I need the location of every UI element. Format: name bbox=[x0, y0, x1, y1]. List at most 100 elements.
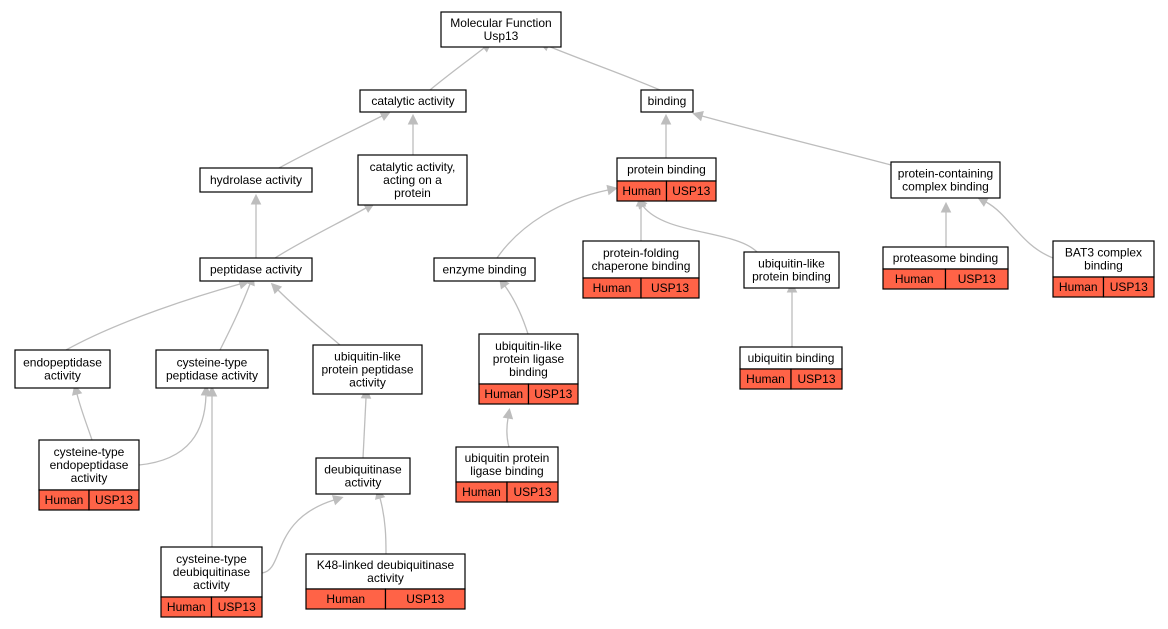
edge-line bbox=[65, 283, 241, 351]
term-label-line: ligase binding bbox=[470, 464, 543, 478]
arrowhead bbox=[692, 111, 704, 122]
edge-line bbox=[506, 417, 510, 448]
term-label-line: ubiquitin binding bbox=[748, 351, 835, 365]
term-label-line: protein ligase bbox=[493, 352, 565, 366]
edge-line bbox=[278, 115, 383, 169]
species-label: Human bbox=[746, 372, 785, 386]
gene-label: USP13 bbox=[406, 592, 444, 606]
term-label-line: binding bbox=[1084, 259, 1123, 273]
term-label-line: activity bbox=[349, 376, 386, 390]
go-term-hydrolase[interactable]: hydrolase activity bbox=[199, 167, 313, 193]
edge-line bbox=[138, 394, 207, 466]
gene-label: USP13 bbox=[672, 184, 710, 198]
term-label-line: complex binding bbox=[902, 180, 989, 194]
gene-cell bbox=[527, 383, 579, 405]
edge-cys_peptidase-to-peptidase bbox=[219, 274, 255, 351]
species-label: Human bbox=[895, 272, 934, 286]
term-box bbox=[433, 257, 536, 282]
term-label-line: protein bbox=[394, 186, 431, 200]
edge-ulpp-to-peptidase bbox=[270, 282, 341, 346]
term-label-line: Molecular Function bbox=[450, 16, 551, 30]
edge-protein_binding-to-binding bbox=[660, 113, 672, 159]
term-label-line: protein-containing bbox=[898, 167, 993, 181]
term-label-line: catalytic activity, bbox=[370, 160, 456, 174]
edge-catalytic-to-mf bbox=[429, 41, 492, 91]
term-box bbox=[199, 167, 313, 193]
term-box bbox=[155, 349, 269, 389]
gene-cell bbox=[790, 368, 843, 390]
term-label-line: binding bbox=[509, 365, 548, 379]
term-label-line: acting on a bbox=[383, 173, 442, 187]
term-label-line: peptidase activity bbox=[166, 369, 258, 383]
term-label-line: ubiquitin-like bbox=[334, 350, 401, 364]
term-label-line: protein binding bbox=[752, 270, 831, 284]
term-box bbox=[440, 11, 562, 48]
term-label-line: peptidase activity bbox=[210, 263, 302, 277]
edge-line bbox=[985, 201, 1054, 259]
arrowhead bbox=[250, 193, 262, 205]
term-label-line: Usp13 bbox=[484, 29, 519, 43]
term-label-line: chaperone binding bbox=[592, 259, 691, 273]
term-label-line: deubiquitinase bbox=[173, 565, 251, 579]
edge-layer bbox=[65, 41, 1054, 574]
edge-enzyme_binding-to-protein_binding bbox=[496, 184, 618, 259]
edge-line bbox=[362, 397, 367, 459]
go-term-peptidase[interactable]: peptidase activity bbox=[199, 257, 313, 282]
edge-cat_protein-to-catalytic bbox=[407, 113, 419, 156]
term-label-line: protein-folding bbox=[603, 246, 679, 260]
edge-cys_deubiq-to-deubiq bbox=[261, 495, 344, 574]
arrowhead bbox=[940, 201, 952, 213]
edge-pcb-to-binding bbox=[692, 111, 892, 166]
term-label-line: activity bbox=[193, 578, 230, 592]
species-label: Human bbox=[167, 600, 206, 614]
term-box bbox=[312, 344, 423, 395]
term-label-line: activity bbox=[71, 471, 108, 485]
edge-cys_deubiq-to-cys_peptidase bbox=[206, 385, 218, 547]
term-box bbox=[14, 349, 111, 389]
gene-cell bbox=[384, 588, 466, 610]
arrowhead bbox=[331, 495, 344, 506]
term-box bbox=[359, 89, 467, 113]
species-label: Human bbox=[484, 387, 523, 401]
edge-k48-to-deubiq bbox=[375, 488, 387, 555]
edge-line bbox=[76, 393, 93, 441]
term-label-line: ubiquitin protein bbox=[465, 451, 550, 465]
gene-label: USP13 bbox=[958, 272, 996, 286]
term-label-line: endopeptidase bbox=[23, 356, 102, 370]
edge-line bbox=[496, 189, 609, 259]
arrowhead bbox=[977, 197, 989, 207]
term-box bbox=[199, 257, 313, 282]
arrowhead bbox=[270, 282, 283, 295]
term-label-line: K48-linked deubiquitinase bbox=[317, 558, 455, 572]
go-term-cys-deubiq[interactable]: cysteine-typedeubiquitinaseactivityHuman… bbox=[160, 546, 263, 618]
edge-ubiquitin_binding-to-ulpb bbox=[786, 281, 798, 348]
term-box bbox=[1052, 240, 1155, 278]
gene-label: USP13 bbox=[513, 485, 551, 499]
term-label-line: cysteine-type bbox=[176, 552, 247, 566]
term-box bbox=[640, 89, 694, 113]
species-label: Human bbox=[326, 592, 365, 606]
species-label: Human bbox=[622, 184, 661, 198]
go-term-enzyme-binding[interactable]: enzyme binding bbox=[433, 257, 536, 282]
term-label-line: catalytic activity bbox=[371, 94, 454, 108]
go-term-binding[interactable]: binding bbox=[640, 89, 694, 113]
go-term-catalytic[interactable]: catalytic activity bbox=[359, 89, 467, 113]
edge-line bbox=[277, 289, 341, 346]
